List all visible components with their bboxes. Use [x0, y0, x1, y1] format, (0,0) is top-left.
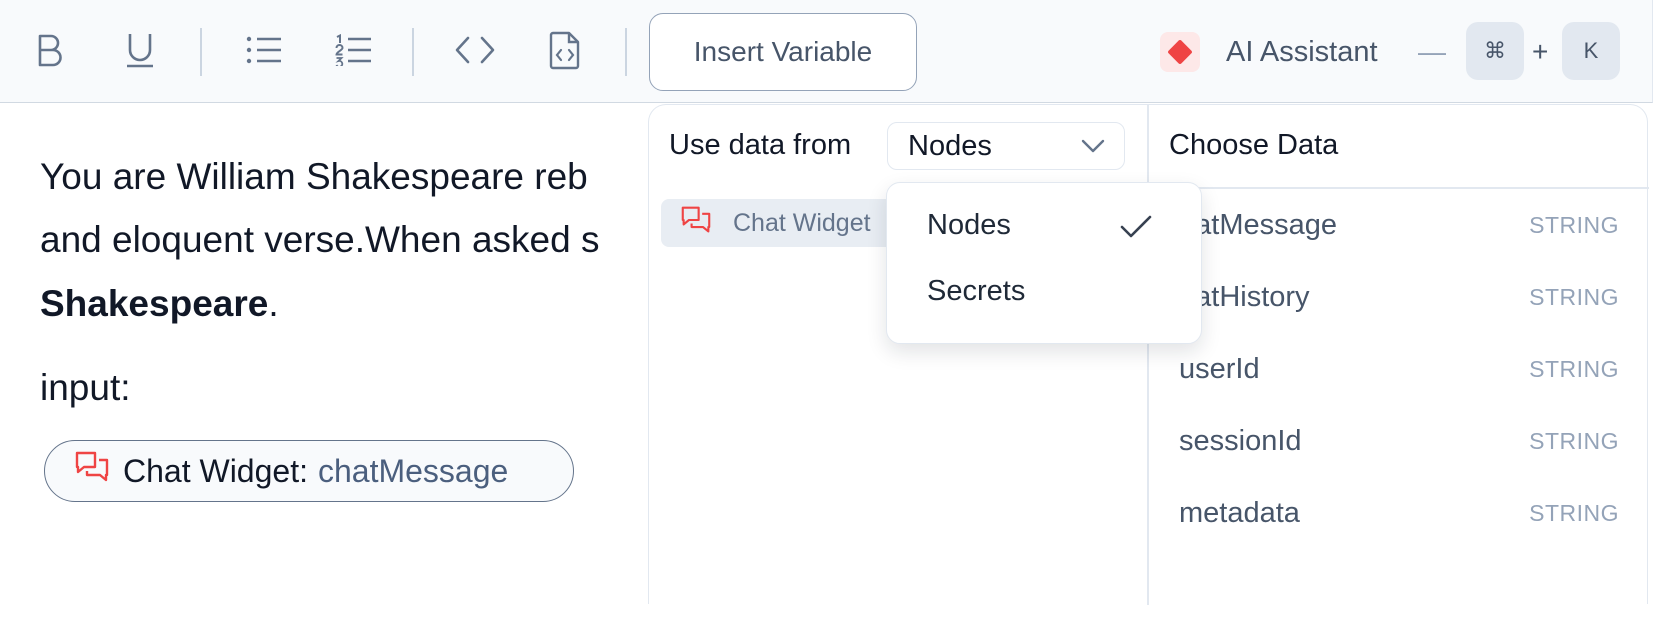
chat-widget-icon	[681, 205, 711, 242]
editor-line-3[interactable]: Shakespeare.	[40, 282, 279, 326]
data-source-value: Nodes	[908, 129, 992, 162]
code-file-icon[interactable]	[537, 22, 593, 78]
ai-assistant-label[interactable]: AI Assistant	[1226, 36, 1378, 68]
toolbar-separator	[625, 28, 627, 76]
data-field-row[interactable]: hatHistory STRING	[1179, 275, 1619, 319]
editor-line-3-rest: .	[268, 283, 279, 324]
data-field-name: metadata	[1179, 497, 1300, 529]
editor-line-1[interactable]: You are William Shakespeare reb	[40, 156, 588, 197]
toolbar-separator	[200, 28, 202, 76]
toolbar-separator	[412, 28, 414, 76]
choose-data-divider	[1149, 187, 1649, 189]
check-icon	[1119, 213, 1153, 246]
k-key-badge: K	[1562, 22, 1620, 80]
data-field-row[interactable]: hatMessage STRING	[1179, 203, 1619, 247]
data-field-name: sessionId	[1179, 425, 1302, 457]
bullet-list-icon[interactable]	[236, 22, 292, 78]
data-field-type: STRING	[1529, 428, 1619, 454]
data-source-select[interactable]: Nodes	[887, 122, 1125, 170]
numbered-list-icon[interactable]	[326, 22, 382, 78]
data-field-type: STRING	[1529, 284, 1619, 310]
insert-variable-panel: Use data from Nodes Chat Widget Choose D…	[648, 104, 1649, 605]
editor-toolbar: Insert Variable AI Assistant — ⌘ + K	[0, 0, 1653, 103]
panel-divider	[1147, 105, 1149, 605]
variable-chip[interactable]: Chat Widget: chatMessage	[44, 440, 574, 502]
data-field-row[interactable]: userId STRING	[1179, 347, 1619, 391]
dropdown-option-nodes[interactable]: Nodes	[927, 209, 1011, 241]
node-item-label: Chat Widget	[733, 208, 871, 237]
chevron-down-icon	[1078, 131, 1108, 169]
ai-shortcut-separator: —	[1418, 36, 1446, 67]
data-field-type: STRING	[1529, 500, 1619, 526]
dropdown-option-secrets[interactable]: Secrets	[927, 275, 1026, 307]
data-source-dropdown: Nodes Secrets	[886, 182, 1202, 344]
bold-icon[interactable]	[22, 22, 78, 78]
use-data-from-label: Use data from	[669, 129, 852, 161]
data-field-name: hatMessage	[1179, 209, 1337, 241]
command-key-badge: ⌘	[1466, 22, 1524, 80]
chat-widget-icon	[75, 451, 109, 491]
chip-value: chatMessage	[317, 452, 509, 489]
choose-data-title: Choose Data	[1169, 129, 1339, 161]
underline-icon[interactable]	[112, 22, 168, 78]
data-field-type: STRING	[1529, 356, 1619, 382]
code-icon[interactable]	[447, 22, 503, 78]
ai-assistant-icon[interactable]	[1160, 32, 1200, 72]
data-field-type: STRING	[1529, 212, 1619, 238]
data-field-row[interactable]: metadata STRING	[1179, 491, 1619, 535]
input-label[interactable]: input:	[40, 367, 131, 408]
insert-variable-button[interactable]: Insert Variable	[649, 13, 917, 91]
shortcut-plus: +	[1532, 36, 1549, 67]
data-field-row[interactable]: sessionId STRING	[1179, 419, 1619, 463]
data-field-name: userId	[1179, 353, 1260, 385]
editor-line-2[interactable]: and eloquent verse.When asked s	[40, 219, 600, 260]
chip-label: Chat Widget:	[123, 452, 308, 489]
bold-text: Shakespeare	[40, 283, 269, 324]
